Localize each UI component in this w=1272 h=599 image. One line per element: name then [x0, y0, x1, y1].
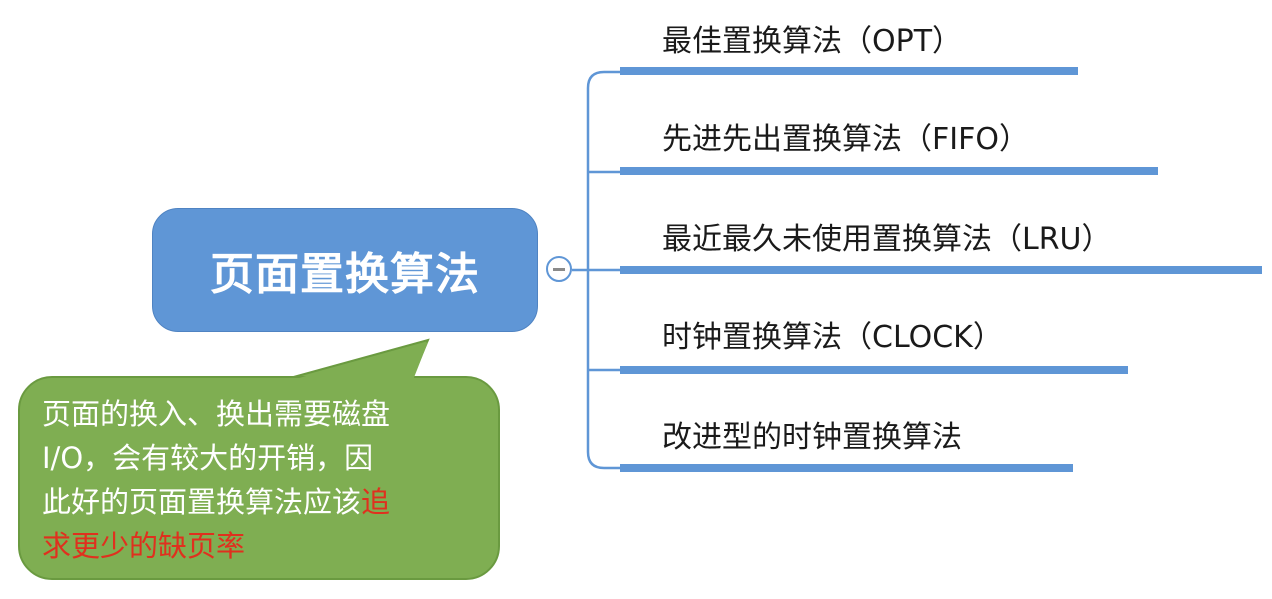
note-line-1: 页面的换入、换出需要磁盘 — [42, 397, 391, 431]
root-node-label: 页面置换算法 — [210, 249, 480, 300]
branch-line — [620, 366, 1128, 374]
note-highlight-2: 求更少的缺页率 — [42, 529, 246, 563]
callout-note — [18, 376, 500, 580]
note-line-3: 此好的页面置换算法应该 — [42, 485, 362, 519]
branch-lru[interactable]: 最近最久未使用置换算法（LRU） — [662, 222, 1112, 257]
branch-opt[interactable]: 最佳置换算法（OPT） — [662, 24, 963, 59]
collapse-button[interactable] — [546, 256, 572, 282]
branch-line — [620, 464, 1073, 472]
branch-clock[interactable]: 时钟置换算法（CLOCK） — [662, 320, 1003, 355]
branch-improved-clock[interactable]: 改进型的时钟置换算法 — [662, 420, 962, 455]
branch-line — [620, 167, 1158, 175]
callout-text: 页面的换入、换出需要磁盘 I/O，会有较大的开销，因 此好的页面置换算法应该追 … — [42, 392, 492, 568]
note-line-2: I/O，会有较大的开销，因 — [42, 441, 374, 475]
minus-icon — [553, 267, 565, 271]
branch-line — [620, 67, 1078, 75]
branch-fifo[interactable]: 先进先出置换算法（FIFO） — [662, 122, 1029, 157]
note-highlight-1: 追 — [361, 485, 391, 519]
branch-line — [620, 266, 1262, 274]
root-node[interactable]: 页面置换算法 — [152, 208, 538, 332]
